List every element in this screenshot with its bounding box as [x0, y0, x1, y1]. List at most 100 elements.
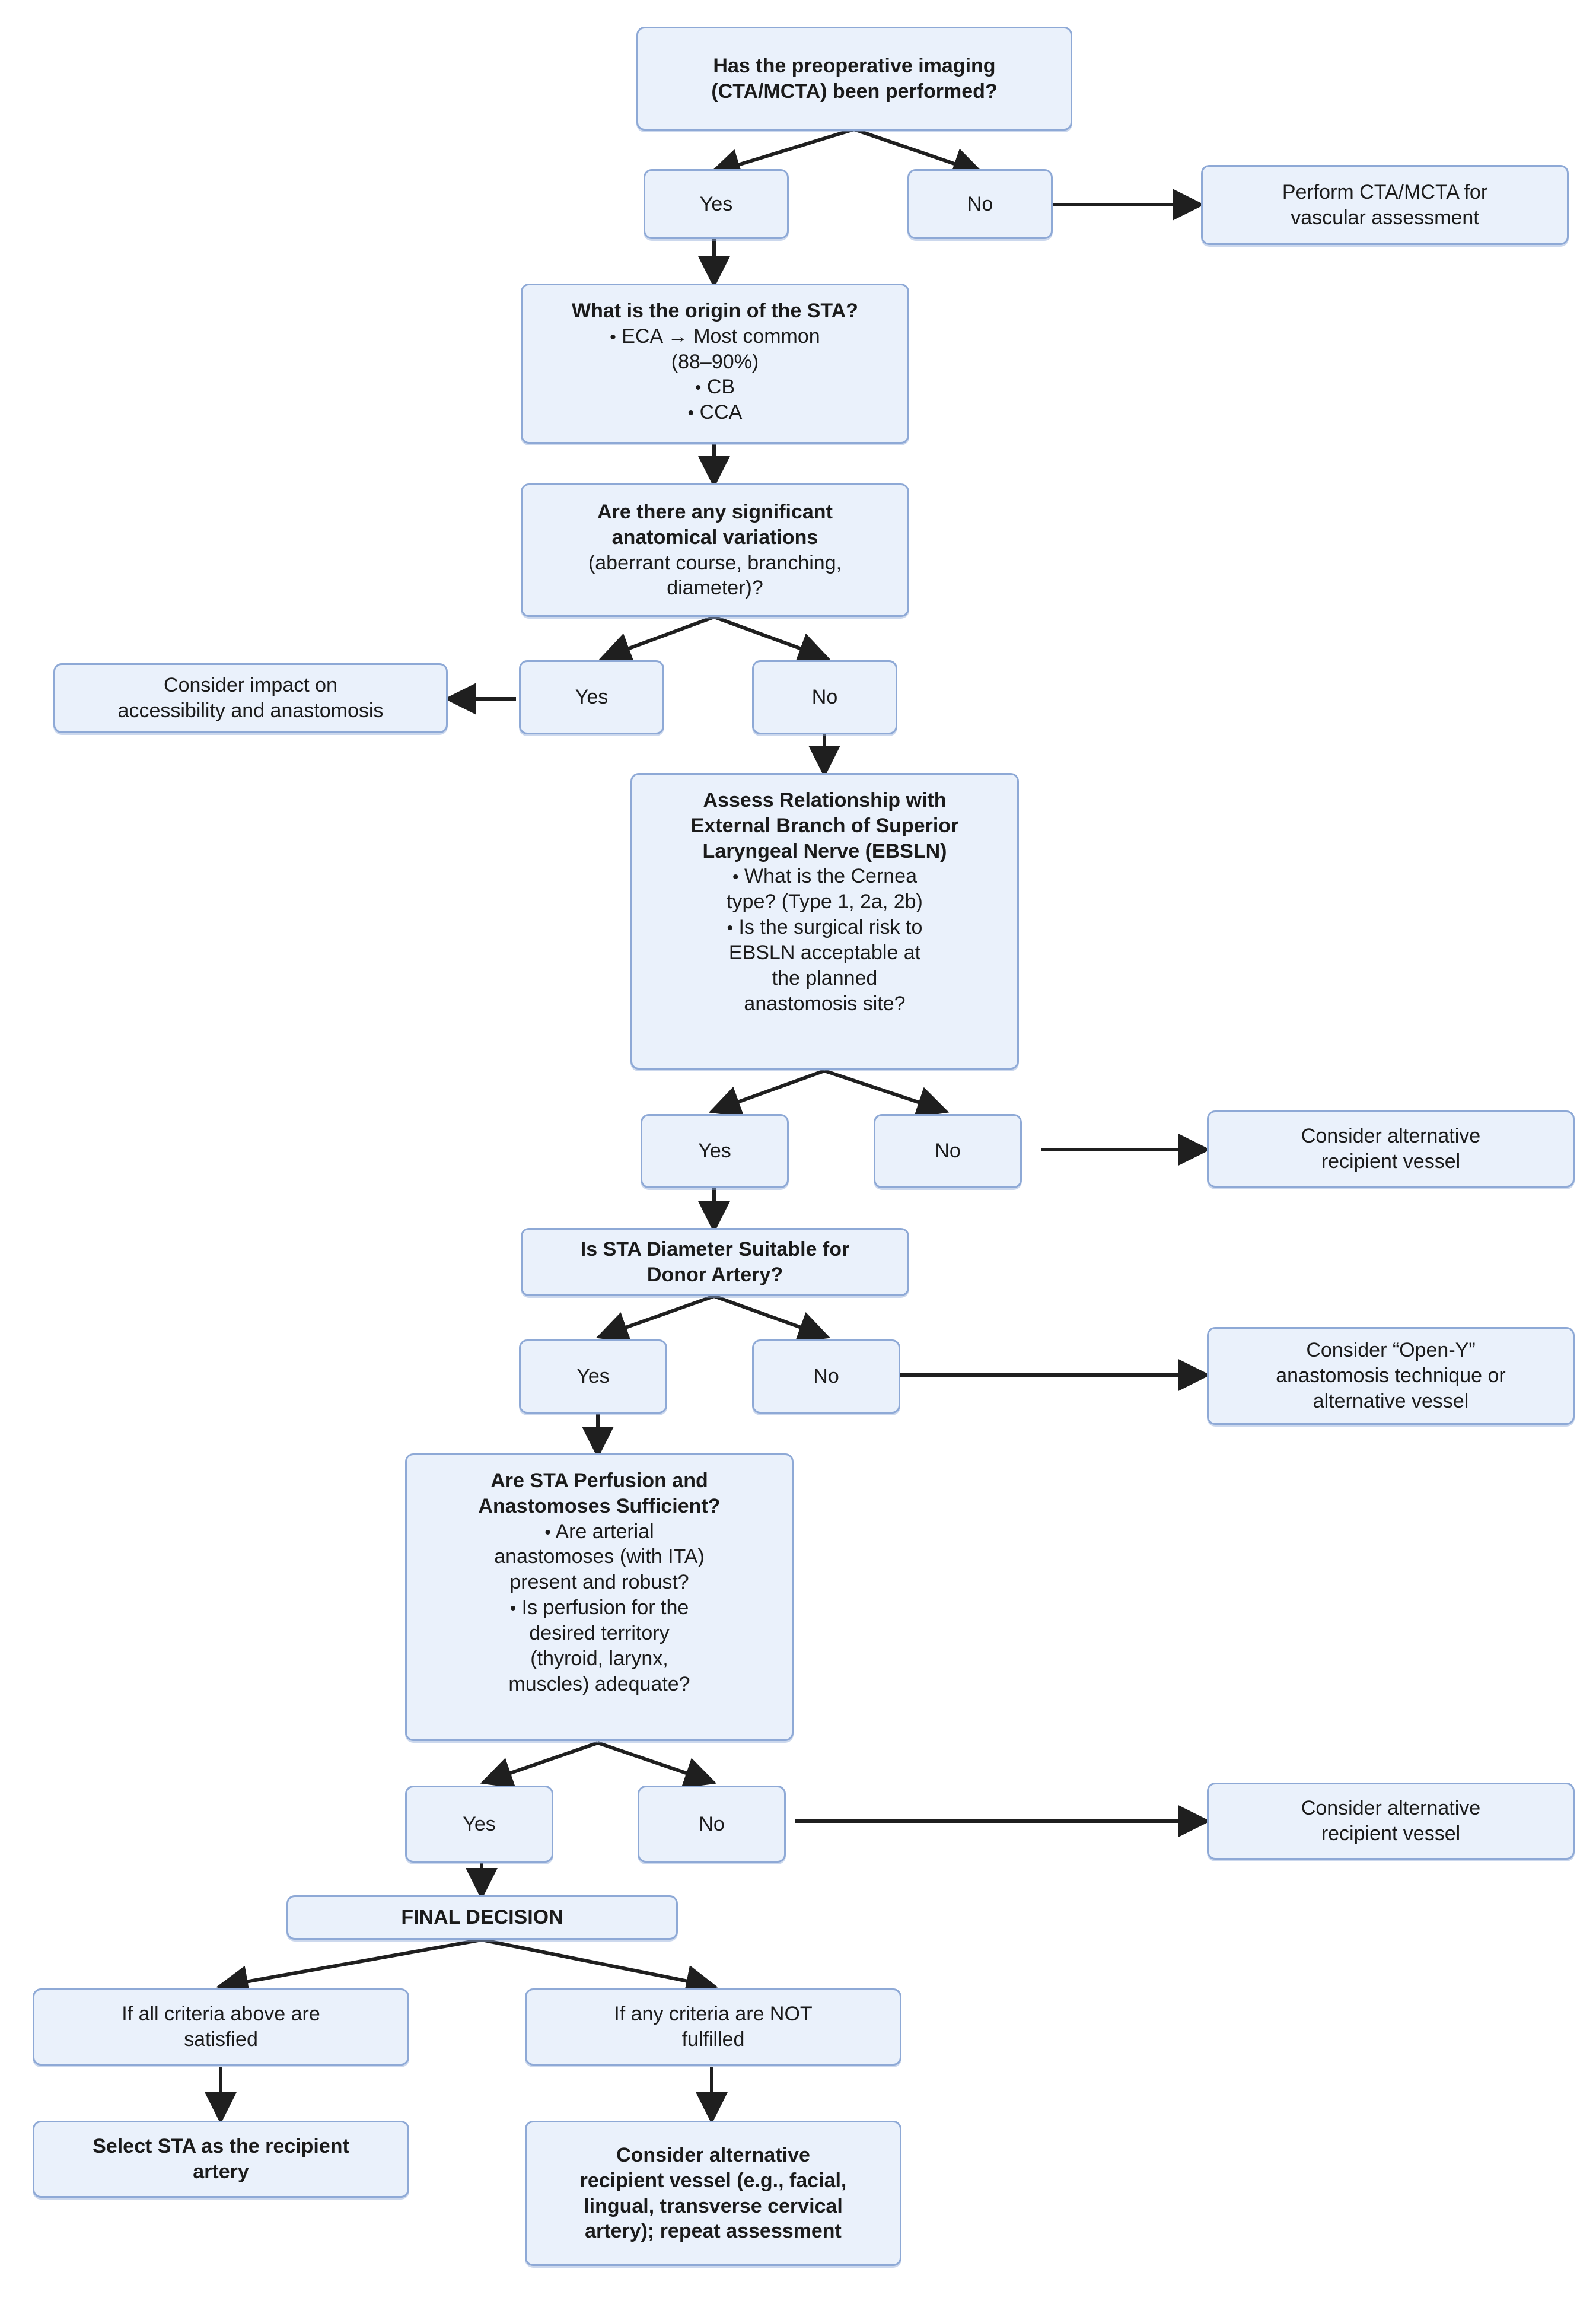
node-preoperative-imaging-question[interactable]: Has the preoperative imaging (CTA/MCTA) …: [636, 27, 1072, 131]
node-yes-perfusion[interactable]: Yes: [405, 1786, 553, 1863]
node-anatomical-variations-question[interactable]: Are there any significant anatomical var…: [521, 483, 909, 617]
node-line: Consider alternative: [1301, 1797, 1481, 1820]
node-assess-ebsln[interactable]: Assess Relationship with External Branch…: [630, 773, 1019, 1070]
list-item: muscles) adequate?: [416, 1672, 782, 1697]
list-item: • CB: [532, 374, 898, 400]
node-bullet-list: • ECA → Most common (88–90%) • CB • CCA: [532, 324, 898, 425]
node-label: No: [699, 1812, 725, 1835]
list-item: (thyroid, larynx,: [416, 1646, 782, 1672]
node-line: CCA: [699, 401, 743, 424]
bullet-icon: •: [687, 403, 695, 424]
list-item: • CCA: [532, 400, 898, 425]
node-consider-alternative-vessel-ebsln[interactable]: Consider alternative recipient vessel: [1207, 1110, 1575, 1188]
bullet-icon: •: [695, 378, 702, 398]
node-final-decision[interactable]: FINAL DECISION: [286, 1895, 678, 1940]
node-select-sta-recipient-artery[interactable]: Select STA as the recipient artery: [33, 2121, 409, 2198]
node-line: Perform CTA/MCTA for: [1282, 180, 1488, 203]
node-line: Are arterial: [555, 1520, 654, 1543]
node-line: If any criteria are NOT: [614, 2003, 813, 2026]
node-line: Consider alternative: [616, 2143, 810, 2166]
node-line: (CTA/MCTA) been performed?: [711, 79, 998, 103]
node-line: Is STA Diameter Suitable for: [580, 1237, 850, 1261]
node-yes-imaging[interactable]: Yes: [644, 169, 789, 239]
node-line: Consider impact on: [164, 674, 337, 697]
list-item: EBSLN acceptable at: [642, 940, 1008, 966]
bullet-icon: •: [610, 327, 616, 347]
list-item: anastomoses (with ITA): [416, 1544, 782, 1570]
node-no-variations[interactable]: No: [752, 660, 897, 734]
node-sta-perfusion-question[interactable]: Are STA Perfusion and Anastomoses Suffic…: [405, 1453, 794, 1741]
list-item: present and robust?: [416, 1570, 782, 1595]
node-line: (thyroid, larynx,: [530, 1647, 668, 1670]
node-no-diameter[interactable]: No: [752, 1339, 900, 1414]
node-line: (88–90%): [671, 350, 759, 373]
node-line: Assess Relationship with: [703, 789, 947, 812]
node-perform-cta-mcta[interactable]: Perform CTA/MCTA for vascular assessment: [1201, 165, 1569, 245]
node-bullet-list: • Are arterial anastomoses (with ITA) pr…: [416, 1519, 782, 1697]
node-line: If all criteria above are: [122, 2003, 320, 2026]
node-consider-alternative-vessel-perfusion[interactable]: Consider alternative recipient vessel: [1207, 1783, 1575, 1860]
node-line: muscles) adequate?: [508, 1672, 690, 1695]
node-if-any-criteria-not-fulfilled[interactable]: If any criteria are NOT fulfilled: [525, 1988, 901, 2066]
list-item: anastomosis site?: [642, 991, 1008, 1017]
list-item: desired territory: [416, 1621, 782, 1646]
node-line: CB: [706, 375, 735, 399]
node-bullet-list: • What is the Cernea type? (Type 1, 2a, …: [642, 864, 1008, 1016]
node-label: Yes: [576, 1365, 610, 1388]
node-origin-of-sta[interactable]: What is the origin of the STA? • ECA → M…: [521, 284, 909, 444]
node-line: Consider alternative: [1301, 1125, 1481, 1148]
node-line: the planned: [772, 966, 878, 989]
node-line: vascular assessment: [1291, 206, 1479, 229]
node-label: No: [811, 686, 838, 709]
node-line: lingual, transverse cervical: [584, 2194, 843, 2217]
node-line: Is the surgical risk to: [738, 916, 923, 939]
node-label: FINAL DECISION: [401, 1906, 563, 1929]
node-line: Are there any significant: [597, 500, 833, 523]
node-no-ebsln[interactable]: No: [874, 1114, 1022, 1188]
bullet-icon: •: [732, 867, 739, 887]
node-no-perfusion[interactable]: No: [638, 1786, 786, 1863]
node-line: accessibility and anastomosis: [117, 699, 384, 722]
node-line: diameter)?: [667, 577, 763, 600]
node-sta-diameter-question[interactable]: Is STA Diameter Suitable for Donor Arter…: [521, 1228, 909, 1296]
node-yes-diameter[interactable]: Yes: [519, 1339, 667, 1414]
node-if-all-criteria-satisfied[interactable]: If all criteria above are satisfied: [33, 1988, 409, 2066]
list-item: • Is perfusion for the: [416, 1595, 782, 1621]
node-yes-ebsln[interactable]: Yes: [641, 1114, 789, 1188]
node-line: External Branch of Superior: [690, 814, 959, 837]
node-label: No: [813, 1365, 839, 1388]
node-line: anatomical variations: [611, 526, 818, 549]
bullet-icon: •: [727, 918, 734, 938]
node-line: Is perfusion for the: [521, 1596, 689, 1619]
node-line: alternative vessel: [1313, 1389, 1469, 1412]
node-line: artery: [193, 2160, 249, 2183]
node-line: What is the Cernea: [744, 865, 917, 888]
list-item: the planned: [642, 966, 1008, 991]
node-line: recipient vessel (e.g., facial,: [579, 2169, 847, 2192]
node-line: artery); repeat assessment: [585, 2220, 842, 2243]
node-no-imaging[interactable]: No: [907, 169, 1053, 239]
node-line: Anastomoses Sufficient?: [478, 1494, 721, 1517]
node-line: EBSLN acceptable at: [728, 941, 921, 964]
node-title: What is the origin of the STA?: [572, 300, 858, 322]
node-label: Yes: [698, 1140, 731, 1163]
node-consider-alternative-vessel-final[interactable]: Consider alternative recipient vessel (e…: [525, 2121, 901, 2266]
node-label: Yes: [575, 686, 609, 709]
node-label: No: [935, 1140, 961, 1163]
node-line: recipient vessel: [1321, 1150, 1461, 1173]
node-line: recipient vessel: [1321, 1822, 1461, 1845]
node-label: Yes: [699, 192, 733, 215]
node-line: Donor Artery?: [646, 1263, 783, 1286]
node-line: anastomosis technique or: [1276, 1364, 1506, 1388]
node-consider-open-y-technique[interactable]: Consider “Open-Y” anastomosis technique …: [1207, 1327, 1575, 1425]
node-line: type? (Type 1, 2a, 2b): [727, 890, 923, 914]
list-item: • Are arterial: [416, 1519, 782, 1545]
node-yes-variations[interactable]: Yes: [519, 660, 664, 734]
node-line: (aberrant course, branching,: [588, 551, 842, 574]
list-item: (88–90%): [532, 349, 898, 375]
node-line: anastomosis site?: [744, 992, 906, 1015]
node-line: satisfied: [184, 2028, 258, 2051]
node-line: Consider “Open-Y”: [1306, 1339, 1476, 1362]
node-line: desired territory: [529, 1621, 670, 1644]
node-consider-impact-accessibility[interactable]: Consider impact on accessibility and ana…: [53, 663, 448, 733]
